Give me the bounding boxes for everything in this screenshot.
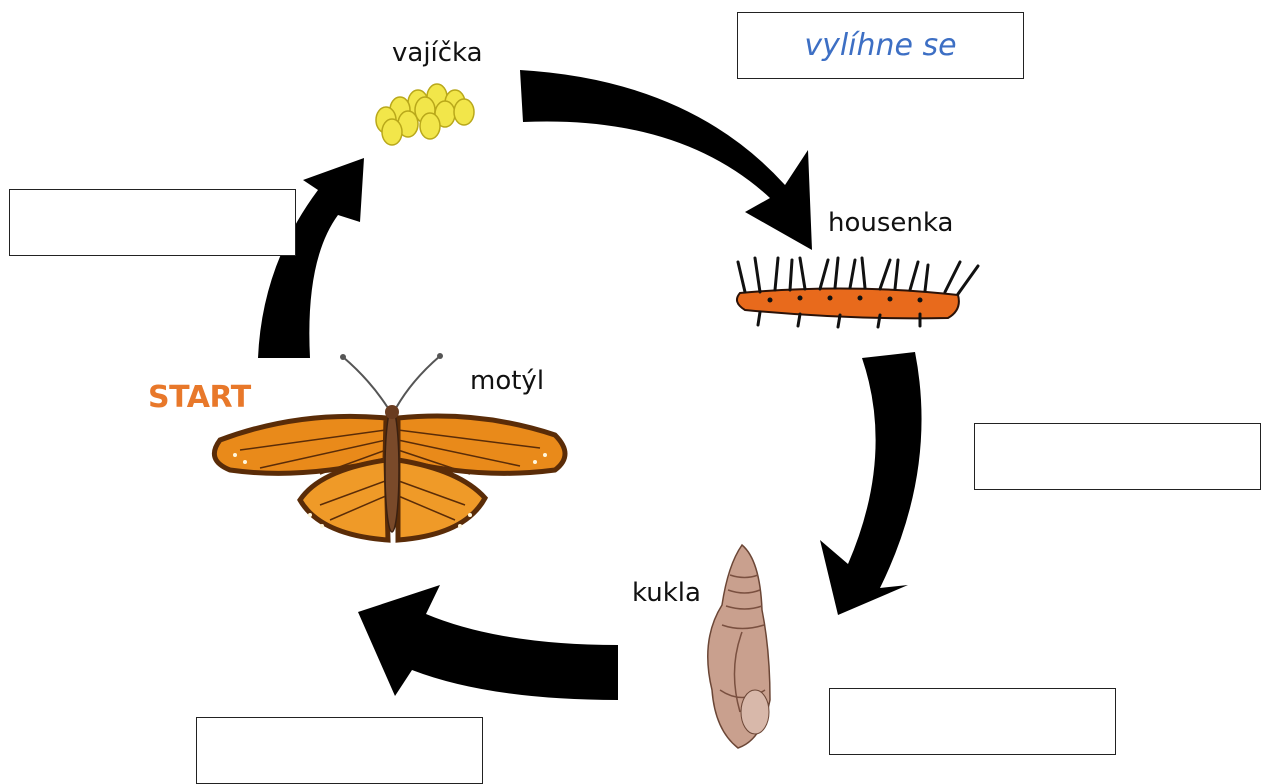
stage-label-eggs: vajíčka: [392, 38, 483, 68]
answer-box-butterfly-to-eggs[interactable]: [196, 717, 483, 784]
answer-text-eggs-to-caterpillar: vylíhne se: [804, 28, 956, 63]
stage-label-caterpillar: housenka: [828, 208, 953, 238]
caterpillar-illustration: [737, 258, 978, 327]
answer-box-left-upper[interactable]: [9, 189, 296, 256]
start-label: START: [148, 380, 251, 415]
stage-label-pupa: kukla: [632, 578, 701, 608]
arrow-eggs-to-caterpillar: [520, 70, 812, 250]
eggs-illustration: [376, 84, 474, 145]
arrow-pupa-to-butterfly: [358, 585, 618, 700]
answer-box-caterpillar-to-pupa[interactable]: [974, 423, 1261, 490]
answer-box-pupa-to-butterfly[interactable]: [829, 688, 1116, 755]
arrow-caterpillar-to-pupa: [820, 352, 922, 615]
stage-label-butterfly: motýl: [470, 366, 544, 396]
pupa-illustration: [708, 545, 770, 748]
arrow-butterfly-to-eggs: [258, 158, 364, 358]
answer-box-eggs-to-caterpillar[interactable]: vylíhne se: [737, 12, 1024, 79]
